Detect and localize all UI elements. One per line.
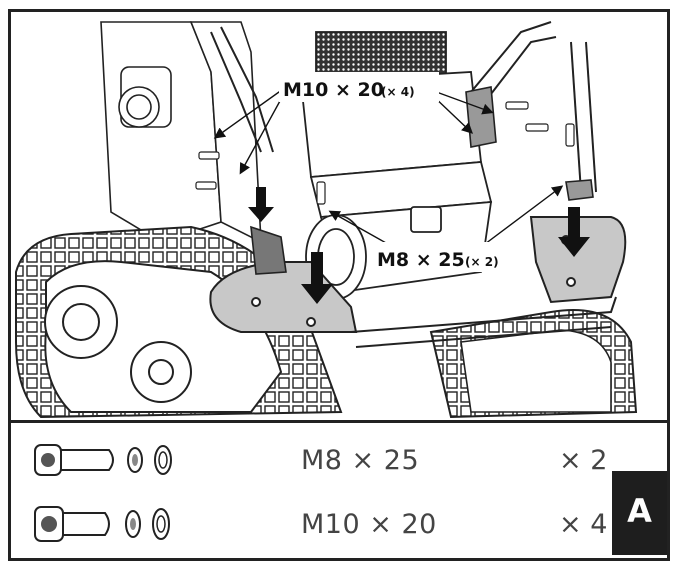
callout-m8-size: M8 × 25 [377,249,465,271]
machine-body [100,21,262,244]
part-size: M8 × 25 [301,445,420,476]
bolt-washer-set-icon [34,506,170,542]
bolts-illustration [195,101,575,205]
brackets [250,86,594,275]
track-right [429,309,638,419]
handlebars [210,21,597,193]
part-quantity: × 4 [559,509,608,540]
callout-m10-qty: (× 4) [381,85,415,99]
bolt-washer-set-icon [34,444,172,476]
hardware-parts-list: M8 × 25 × 2 M10 × 20 × 4 A [11,423,667,558]
callout-m8: M8 × 25 (× 2) [373,242,515,272]
part-row-m10: M10 × 20 × 4 [11,495,611,555]
assembly-illustration: M10 × 20 (× 4) M8 × 25 (× 2) [15,21,638,419]
diagram-frame: M10 × 20 (× 4) M8 × 25 (× 2) M8 × 25 × 2 [8,9,670,561]
section-letter: A [627,492,652,530]
callout-m10: M10 × 20 (× 4) [279,72,439,102]
track-left [15,225,343,419]
section-badge: A [612,471,667,555]
part-quantity: × 2 [559,445,608,476]
down-arrows [248,187,590,304]
part-size: M10 × 20 [301,509,437,540]
callout-m8-qty: (× 2) [465,255,499,269]
callout-m10-size: M10 × 20 [283,79,384,101]
part-row-m8: M8 × 25 × 2 [11,431,611,491]
section-divider [11,420,667,423]
